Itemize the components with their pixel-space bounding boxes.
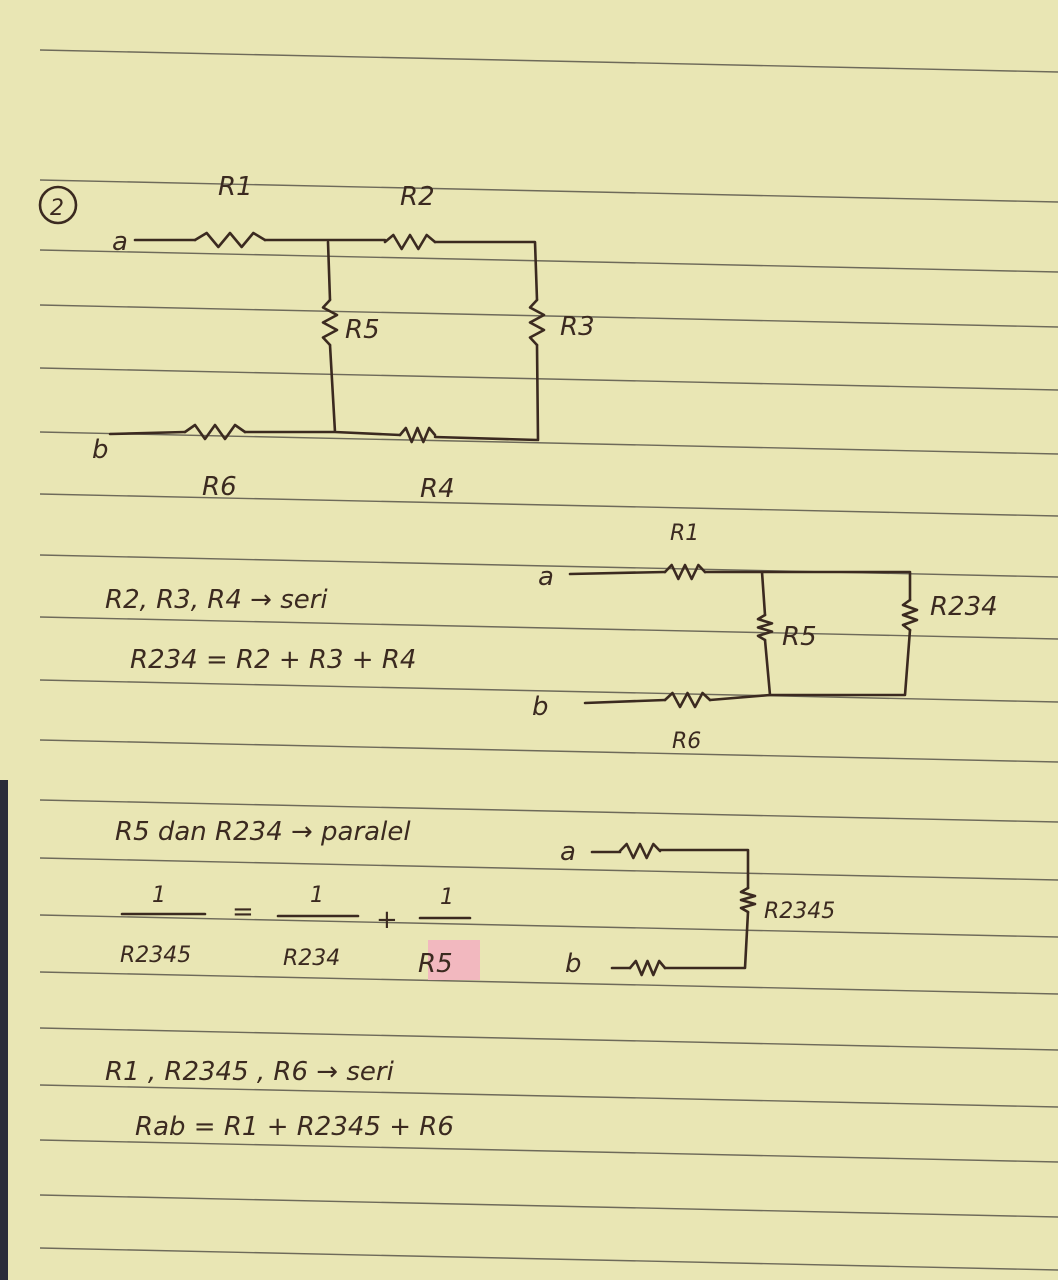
ruled-line bbox=[39, 799, 1058, 823]
resistor-r6 bbox=[183, 423, 247, 441]
resistor-r1 bbox=[663, 563, 707, 581]
terminal-b: b bbox=[532, 692, 549, 722]
label-r5: R5 bbox=[345, 315, 380, 345]
label-r2345: R2345 bbox=[764, 899, 835, 924]
ruled-line bbox=[39, 49, 1058, 73]
ruled-line bbox=[39, 431, 1058, 455]
numerator-2: 1 bbox=[310, 883, 324, 908]
ruled-line bbox=[39, 1194, 1058, 1218]
resistor-r4 bbox=[398, 426, 437, 444]
problem-number-circle bbox=[38, 185, 78, 225]
resistor-zigzag-icon bbox=[193, 231, 267, 249]
ruled-line bbox=[39, 304, 1058, 328]
ruled-line bbox=[39, 739, 1058, 763]
label-r5: R5 bbox=[782, 622, 817, 652]
plus-sign: + bbox=[376, 905, 398, 935]
terminal-a: a bbox=[112, 227, 128, 257]
problem-number: 2 bbox=[50, 196, 64, 221]
ruled-line bbox=[39, 914, 1058, 938]
ruled-line bbox=[39, 971, 1058, 995]
ruled-line bbox=[39, 1027, 1058, 1051]
label-r3: R3 bbox=[560, 312, 595, 342]
label-r4: R4 bbox=[420, 474, 455, 504]
ruled-line bbox=[39, 367, 1058, 391]
ruled-line bbox=[39, 179, 1058, 203]
ruled-lines bbox=[39, 49, 1058, 1271]
resistor-r3 bbox=[528, 298, 546, 347]
resistor-r5 bbox=[756, 613, 774, 642]
resistor-r2 bbox=[383, 233, 437, 251]
ruled-line bbox=[39, 679, 1058, 703]
terminal-b: b bbox=[92, 435, 109, 465]
numerator-1: 1 bbox=[152, 883, 166, 908]
ruled-line bbox=[39, 554, 1058, 578]
circuit-diagram-1: a b R1 R2 R5 R3 R6 R4 bbox=[92, 172, 595, 504]
ruled-line bbox=[39, 249, 1058, 273]
label-r2: R2 bbox=[400, 182, 435, 212]
resistor-r6 bbox=[663, 691, 712, 709]
label-r1: R1 bbox=[670, 521, 699, 546]
step1-statement: R2, R3, R4 → seri bbox=[105, 585, 328, 615]
label-r1: R1 bbox=[218, 172, 253, 202]
resistor-r5 bbox=[321, 298, 339, 347]
resistor-zigzag-icon bbox=[628, 959, 667, 977]
resistor-zigzag-icon bbox=[663, 691, 712, 709]
circuit-diagram-2: a b R1 R5 R234 R6 bbox=[532, 521, 998, 754]
resistor-r234 bbox=[901, 598, 919, 632]
resistor-zigzag-icon bbox=[663, 563, 707, 581]
pink-highlight bbox=[428, 940, 480, 980]
label-r6: R6 bbox=[672, 729, 701, 754]
resistor-zigzag-icon bbox=[398, 426, 437, 444]
terminal-a: a bbox=[538, 562, 554, 592]
step3-statement: R1 , R2345 , R6 → seri bbox=[105, 1057, 395, 1087]
resistor-zigzag-icon bbox=[321, 298, 339, 347]
parallel-equation: 1 R2345 = 1 R234 + 1 R5 bbox=[120, 883, 480, 980]
resistor-zigzag-icon bbox=[901, 598, 919, 632]
wires bbox=[590, 848, 750, 970]
ruled-line bbox=[39, 616, 1058, 640]
denominator-1: R2345 bbox=[120, 943, 191, 968]
resistor-1 bbox=[618, 842, 662, 860]
resistor-zigzag-icon bbox=[739, 886, 757, 914]
ruled-line bbox=[39, 1139, 1058, 1163]
resistor-zigzag-icon bbox=[618, 842, 662, 860]
resistor-zigzag-icon bbox=[756, 613, 774, 642]
terminal-a: a bbox=[560, 837, 576, 867]
terminal-b: b bbox=[565, 949, 582, 979]
ruled-line bbox=[39, 493, 1058, 517]
ruled-line bbox=[39, 1084, 1058, 1108]
resistor-2 bbox=[628, 959, 667, 977]
ruled-line bbox=[39, 857, 1058, 881]
page-edge-shadow bbox=[0, 780, 8, 1280]
resistor-r2345 bbox=[739, 886, 757, 914]
resistor-r1 bbox=[193, 231, 267, 249]
step1-equation: R234 = R2 + R3 + R4 bbox=[130, 645, 416, 675]
resistor-zigzag-icon bbox=[528, 298, 546, 347]
denominator-2: R234 bbox=[283, 946, 340, 971]
denominator-3: R5 bbox=[418, 949, 453, 979]
wires bbox=[568, 570, 912, 705]
step3-equation: Rab = R1 + R2345 + R6 bbox=[135, 1112, 454, 1142]
ruled-line bbox=[39, 1247, 1058, 1271]
equals-sign: = bbox=[232, 897, 254, 927]
wires bbox=[108, 238, 540, 442]
label-r6: R6 bbox=[202, 472, 237, 502]
resistor-zigzag-icon bbox=[183, 423, 247, 441]
resistor-zigzag-icon bbox=[383, 233, 437, 251]
circuit-diagram-3: a b R2345 bbox=[560, 837, 835, 979]
label-r234: R234 bbox=[930, 592, 998, 622]
numerator-3: 1 bbox=[440, 885, 454, 910]
step2-statement: R5 dan R234 → paralel bbox=[115, 817, 411, 847]
